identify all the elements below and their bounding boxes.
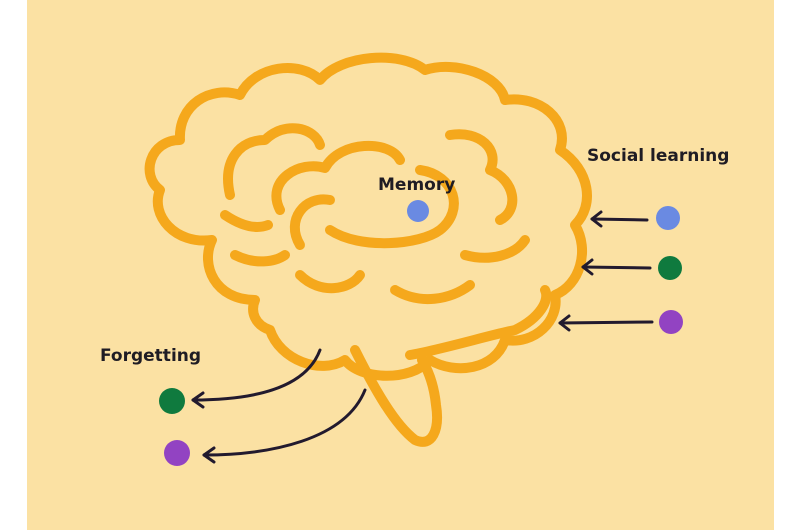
brain-fold-1 [223,123,325,200]
forgetting-arrows [191,348,367,464]
brain-fold-4 [289,194,335,250]
left-arrow-icon [581,258,652,276]
memory-label: Memory [378,175,456,195]
brain-fold-8 [390,280,475,305]
social-dot-green [658,256,682,280]
forgetting-label: Forgetting [100,346,202,366]
brain-fold-7 [460,235,530,263]
social-learning-label: Social learning [587,146,730,166]
social-dot-purple [659,310,683,334]
forget-dot-purple [164,440,190,466]
brain-outer-outline [144,52,592,381]
brain-fold-10 [230,250,290,267]
brain-fold-3 [220,210,273,232]
left-arrow-icon [590,210,649,228]
left-arrow-icon [202,388,367,464]
brain-fold-6 [445,129,518,225]
social-learning-arrows [558,210,654,332]
background-panel [27,0,774,530]
brain-cerebellum [405,285,552,360]
memory-dot-blue [407,200,429,222]
brain-fold-2 [271,140,405,215]
forget-dot-green [159,388,185,414]
brain-outline-icon [144,52,592,447]
brain-fold-5 [325,165,459,249]
social-dot-blue [656,206,680,230]
brain-fold-9 [295,270,365,294]
brain-stem [350,345,442,447]
left-arrow-icon [191,348,322,409]
left-arrow-icon [558,314,654,332]
